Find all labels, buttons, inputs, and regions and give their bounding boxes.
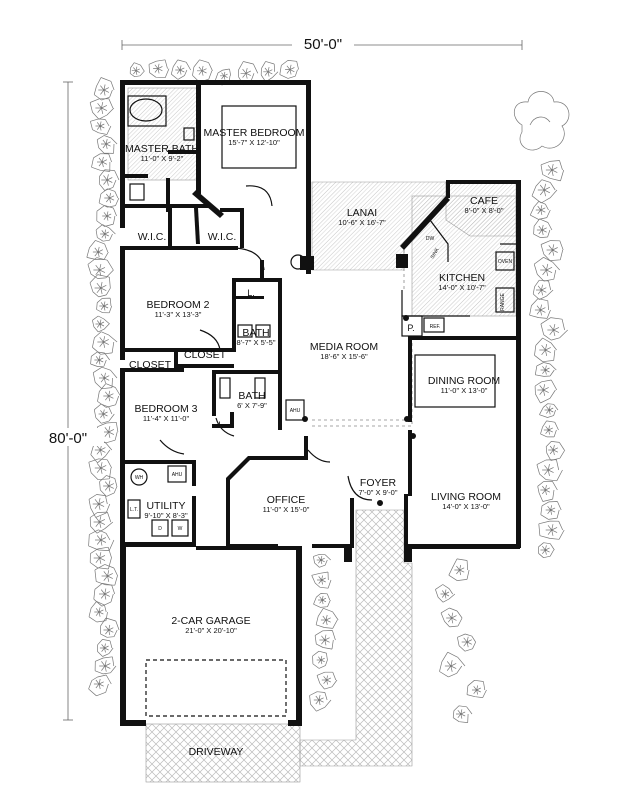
linen-closet-label-upper: L. bbox=[247, 288, 255, 298]
width-dimension-label: 50'-0" bbox=[304, 36, 342, 53]
room-name-driveway: DRIVEWAY bbox=[189, 746, 244, 758]
water-heater-label: WH bbox=[135, 475, 144, 481]
dryer-label: D bbox=[158, 526, 162, 532]
room-size-master-bedroom: 15'-7" X 12'-10" bbox=[228, 138, 280, 147]
room-size-master-bath: 11'-0" X 9'-2" bbox=[141, 154, 184, 163]
room-size-dining-room: 11'-0" X 13'-0" bbox=[441, 386, 488, 395]
refrigerator-label: REF. bbox=[430, 324, 441, 330]
room-labels: MASTER BATH 11'-0" X 9'-2" MASTER BEDROO… bbox=[125, 127, 504, 758]
room-name-garage: 2-CAR GARAGE bbox=[171, 615, 250, 627]
room-size-bedroom-2: 11'-3" X 13'-3" bbox=[155, 310, 202, 319]
room-size-cafe: 8'-0" X 8'-0" bbox=[464, 206, 503, 215]
room-name-wic-right: W.I.C. bbox=[208, 231, 237, 243]
room-name-office: OFFICE bbox=[267, 494, 306, 506]
room-size-bath-1: 8'-7" X 5'-5" bbox=[236, 338, 275, 347]
room-size-lanai: 10'-6" X 16'-7" bbox=[338, 218, 386, 227]
room-name-cafe: CAFE bbox=[470, 195, 498, 207]
sink-label: SINK bbox=[430, 246, 441, 260]
walls bbox=[120, 80, 521, 726]
linen-closet-label-lower: L. bbox=[218, 420, 226, 430]
room-name-bedroom-3: BEDROOM 3 bbox=[134, 403, 197, 415]
paving bbox=[145, 509, 413, 783]
room-size-utility: 9'-10" X 8'-3" bbox=[144, 511, 188, 520]
room-name-master-bath: MASTER BATH bbox=[125, 143, 199, 155]
room-size-media-room: 18'-6" X 15'-6" bbox=[320, 352, 368, 361]
room-name-media-room: MEDIA ROOM bbox=[310, 341, 378, 353]
room-name-bedroom-2: BEDROOM 2 bbox=[146, 299, 209, 311]
room-size-office: 11'-0" X 15'-0" bbox=[263, 505, 310, 514]
room-name-foyer: FOYER bbox=[360, 477, 397, 489]
room-name-utility: UTILITY bbox=[146, 500, 185, 512]
room-name-wic-left: W.I.C. bbox=[138, 231, 167, 243]
laundry-tub-label: L.T. bbox=[130, 507, 138, 513]
room-size-foyer: 7'-0" X 9'-0" bbox=[358, 488, 397, 497]
room-size-bath-2: 6' X 7'-9" bbox=[237, 401, 267, 410]
room-name-lanai: LANAI bbox=[347, 207, 377, 219]
room-size-garage: 21'-0" X 20'-10" bbox=[185, 626, 237, 635]
washer-label: W bbox=[178, 526, 183, 532]
room-name-bath-1: BATH bbox=[242, 327, 269, 339]
room-name-closet-right: CLOSET bbox=[184, 349, 227, 361]
room-size-bedroom-3: 11'-4" X 11'-0" bbox=[143, 414, 190, 423]
fixtures bbox=[127, 95, 516, 717]
fixture-labels: L. L. P. REF. RANGE OVEN DW SINK AHU AHU… bbox=[130, 236, 513, 532]
ahu-label-hall: AHU bbox=[290, 408, 301, 414]
range-label: RANGE bbox=[500, 292, 506, 310]
room-size-living-room: 14'-0" X 13'-0" bbox=[442, 502, 490, 511]
room-name-living-room: LIVING ROOM bbox=[431, 491, 501, 503]
tree-outline bbox=[514, 91, 570, 151]
room-name-master-bedroom: MASTER BEDROOM bbox=[204, 127, 305, 139]
oven-label: OVEN bbox=[498, 259, 513, 265]
room-name-bath-2: BATH bbox=[238, 390, 265, 402]
ahu-label-utility: AHU bbox=[172, 472, 183, 478]
room-name-kitchen: KITCHEN bbox=[439, 272, 485, 284]
dashed-openings bbox=[312, 244, 413, 427]
dishwasher-label: DW bbox=[426, 236, 435, 242]
room-size-kitchen: 14'-0" X 10'-7" bbox=[438, 283, 486, 292]
room-name-dining-room: DINING ROOM bbox=[428, 375, 500, 387]
depth-dimension-label: 80'-0" bbox=[49, 430, 87, 447]
room-name-closet-left: CLOSET bbox=[129, 359, 172, 371]
pantry-label: P. bbox=[407, 323, 414, 333]
